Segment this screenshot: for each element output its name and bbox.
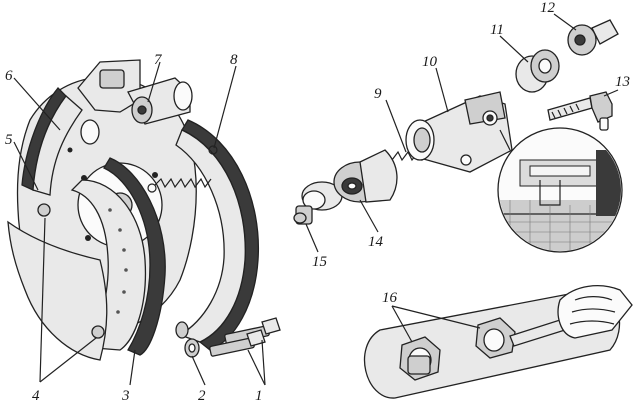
return-spring: [147, 145, 218, 193]
callout-9: 9: [374, 86, 382, 102]
callout-1: 1: [255, 388, 263, 404]
callout-4: 4: [32, 388, 40, 404]
detail-inset: [497, 127, 623, 253]
callout-10: 10: [422, 54, 438, 70]
bleed-valve-7: [127, 77, 193, 125]
cup-seal-14: [333, 149, 398, 203]
leader-lines-right: [305, 13, 619, 253]
piston-15: [293, 181, 343, 225]
callout-15: 15: [312, 254, 328, 270]
callout-16: 16: [382, 290, 398, 306]
boot-11: [515, 49, 560, 93]
wheel-cylinder-mount: [77, 59, 141, 145]
bolts-1: [209, 317, 281, 357]
callout-7: 7: [154, 52, 163, 68]
callout-13: 13: [615, 74, 630, 90]
leader-lines-16: [391, 305, 481, 343]
bleeder-screw-13: [547, 91, 613, 131]
callout-3: 3: [121, 388, 130, 404]
callout-2: 2: [198, 388, 206, 404]
callout-6: 6: [5, 68, 13, 84]
brake-shoe-lining-5-6: [21, 87, 83, 196]
callout-12: 12: [540, 0, 556, 16]
cylinder-body-10: [405, 91, 513, 173]
callout-labels: 1 2 3 4 5 6 7 8 9 10 11 12 13 14 15 16: [5, 0, 630, 404]
callout-11: 11: [490, 22, 504, 38]
brake-shoe-8: [175, 119, 260, 351]
dust-shield-lower: [7, 220, 108, 361]
brake-shoe-3: [70, 157, 166, 356]
bleeder-cap-12: [567, 19, 619, 56]
callout-5: 5: [5, 132, 13, 148]
bleeding-illustration: [363, 285, 633, 399]
washers-2: [175, 321, 200, 358]
leader-lines-left: [13, 61, 266, 386]
adjuster-cams-4: [37, 203, 105, 339]
callout-14: 14: [368, 234, 384, 250]
callout-8: 8: [230, 52, 238, 68]
